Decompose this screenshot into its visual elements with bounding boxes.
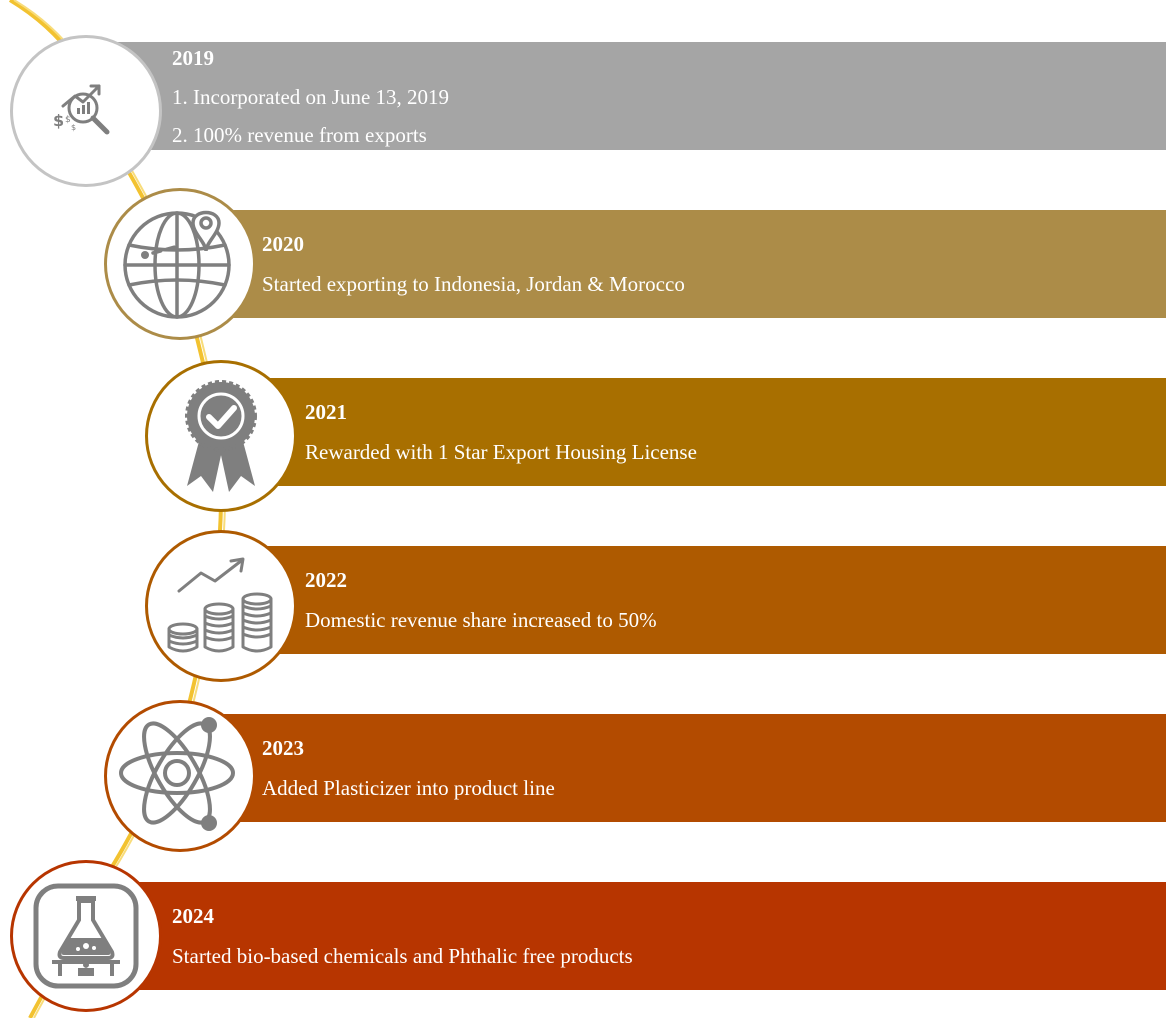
svg-text:$: $ — [65, 115, 71, 125]
milestone-text-1: Rewarded with 1 Star Export Housing Lice… — [305, 440, 697, 464]
milestone-text-1: Started bio-based chemicals and Phthalic… — [172, 944, 633, 968]
atom-icon — [119, 717, 235, 831]
milestone-year: 2022 — [305, 568, 347, 592]
globe-location-icon — [123, 210, 231, 319]
milestone-icon-circle-2023 — [104, 700, 256, 852]
flask-burner-icon — [33, 883, 139, 989]
milestone-year: 2019 — [172, 46, 214, 70]
milestone-text-1: Domestic revenue share increased to 50% — [305, 608, 657, 632]
milestone-band-2022: 2022 Domestic revenue share increased to… — [220, 546, 1166, 654]
milestone-year: 2024 — [172, 904, 214, 928]
milestone-text-1: Started exporting to Indonesia, Jordan &… — [262, 272, 685, 296]
milestone-band-2024: 2024 Started bio-based chemicals and Pht… — [80, 882, 1166, 990]
milestone-text-1: 1. Incorporated on June 13, 2019 — [172, 85, 450, 109]
milestone-icon-circle-2022 — [145, 530, 297, 682]
milestone-text-1: Added Plasticizer into product line — [262, 776, 555, 800]
milestone-icon-circle-2024 — [10, 860, 162, 1012]
milestone-year: 2023 — [262, 736, 304, 760]
growth-analysis-icon: $ $ $ — [53, 84, 110, 135]
milestone-band-2020: 2020 Started exporting to Indonesia, Jor… — [190, 210, 1166, 318]
milestone-band-2021: 2021 Rewarded with 1 Star Export Housing… — [225, 378, 1166, 486]
coins-growth-icon — [167, 557, 273, 653]
svg-text:$: $ — [53, 111, 64, 130]
milestone-band-2023: 2023 Added Plasticizer into product line — [190, 714, 1166, 822]
milestone-band-2019: 2019 1. Incorporated on June 13, 2019 2.… — [80, 42, 1166, 150]
milestone-year: 2021 — [305, 400, 347, 424]
milestone-text-2: 2. 100% revenue from exports — [172, 123, 427, 147]
award-ribbon-icon — [185, 380, 257, 492]
milestone-year: 2020 — [262, 232, 304, 256]
svg-text:$: $ — [71, 123, 76, 132]
milestone-icon-circle-2020 — [104, 188, 256, 340]
milestone-icon-circle-2019: $ $ $ — [10, 35, 162, 187]
milestone-icon-circle-2021 — [145, 360, 297, 512]
